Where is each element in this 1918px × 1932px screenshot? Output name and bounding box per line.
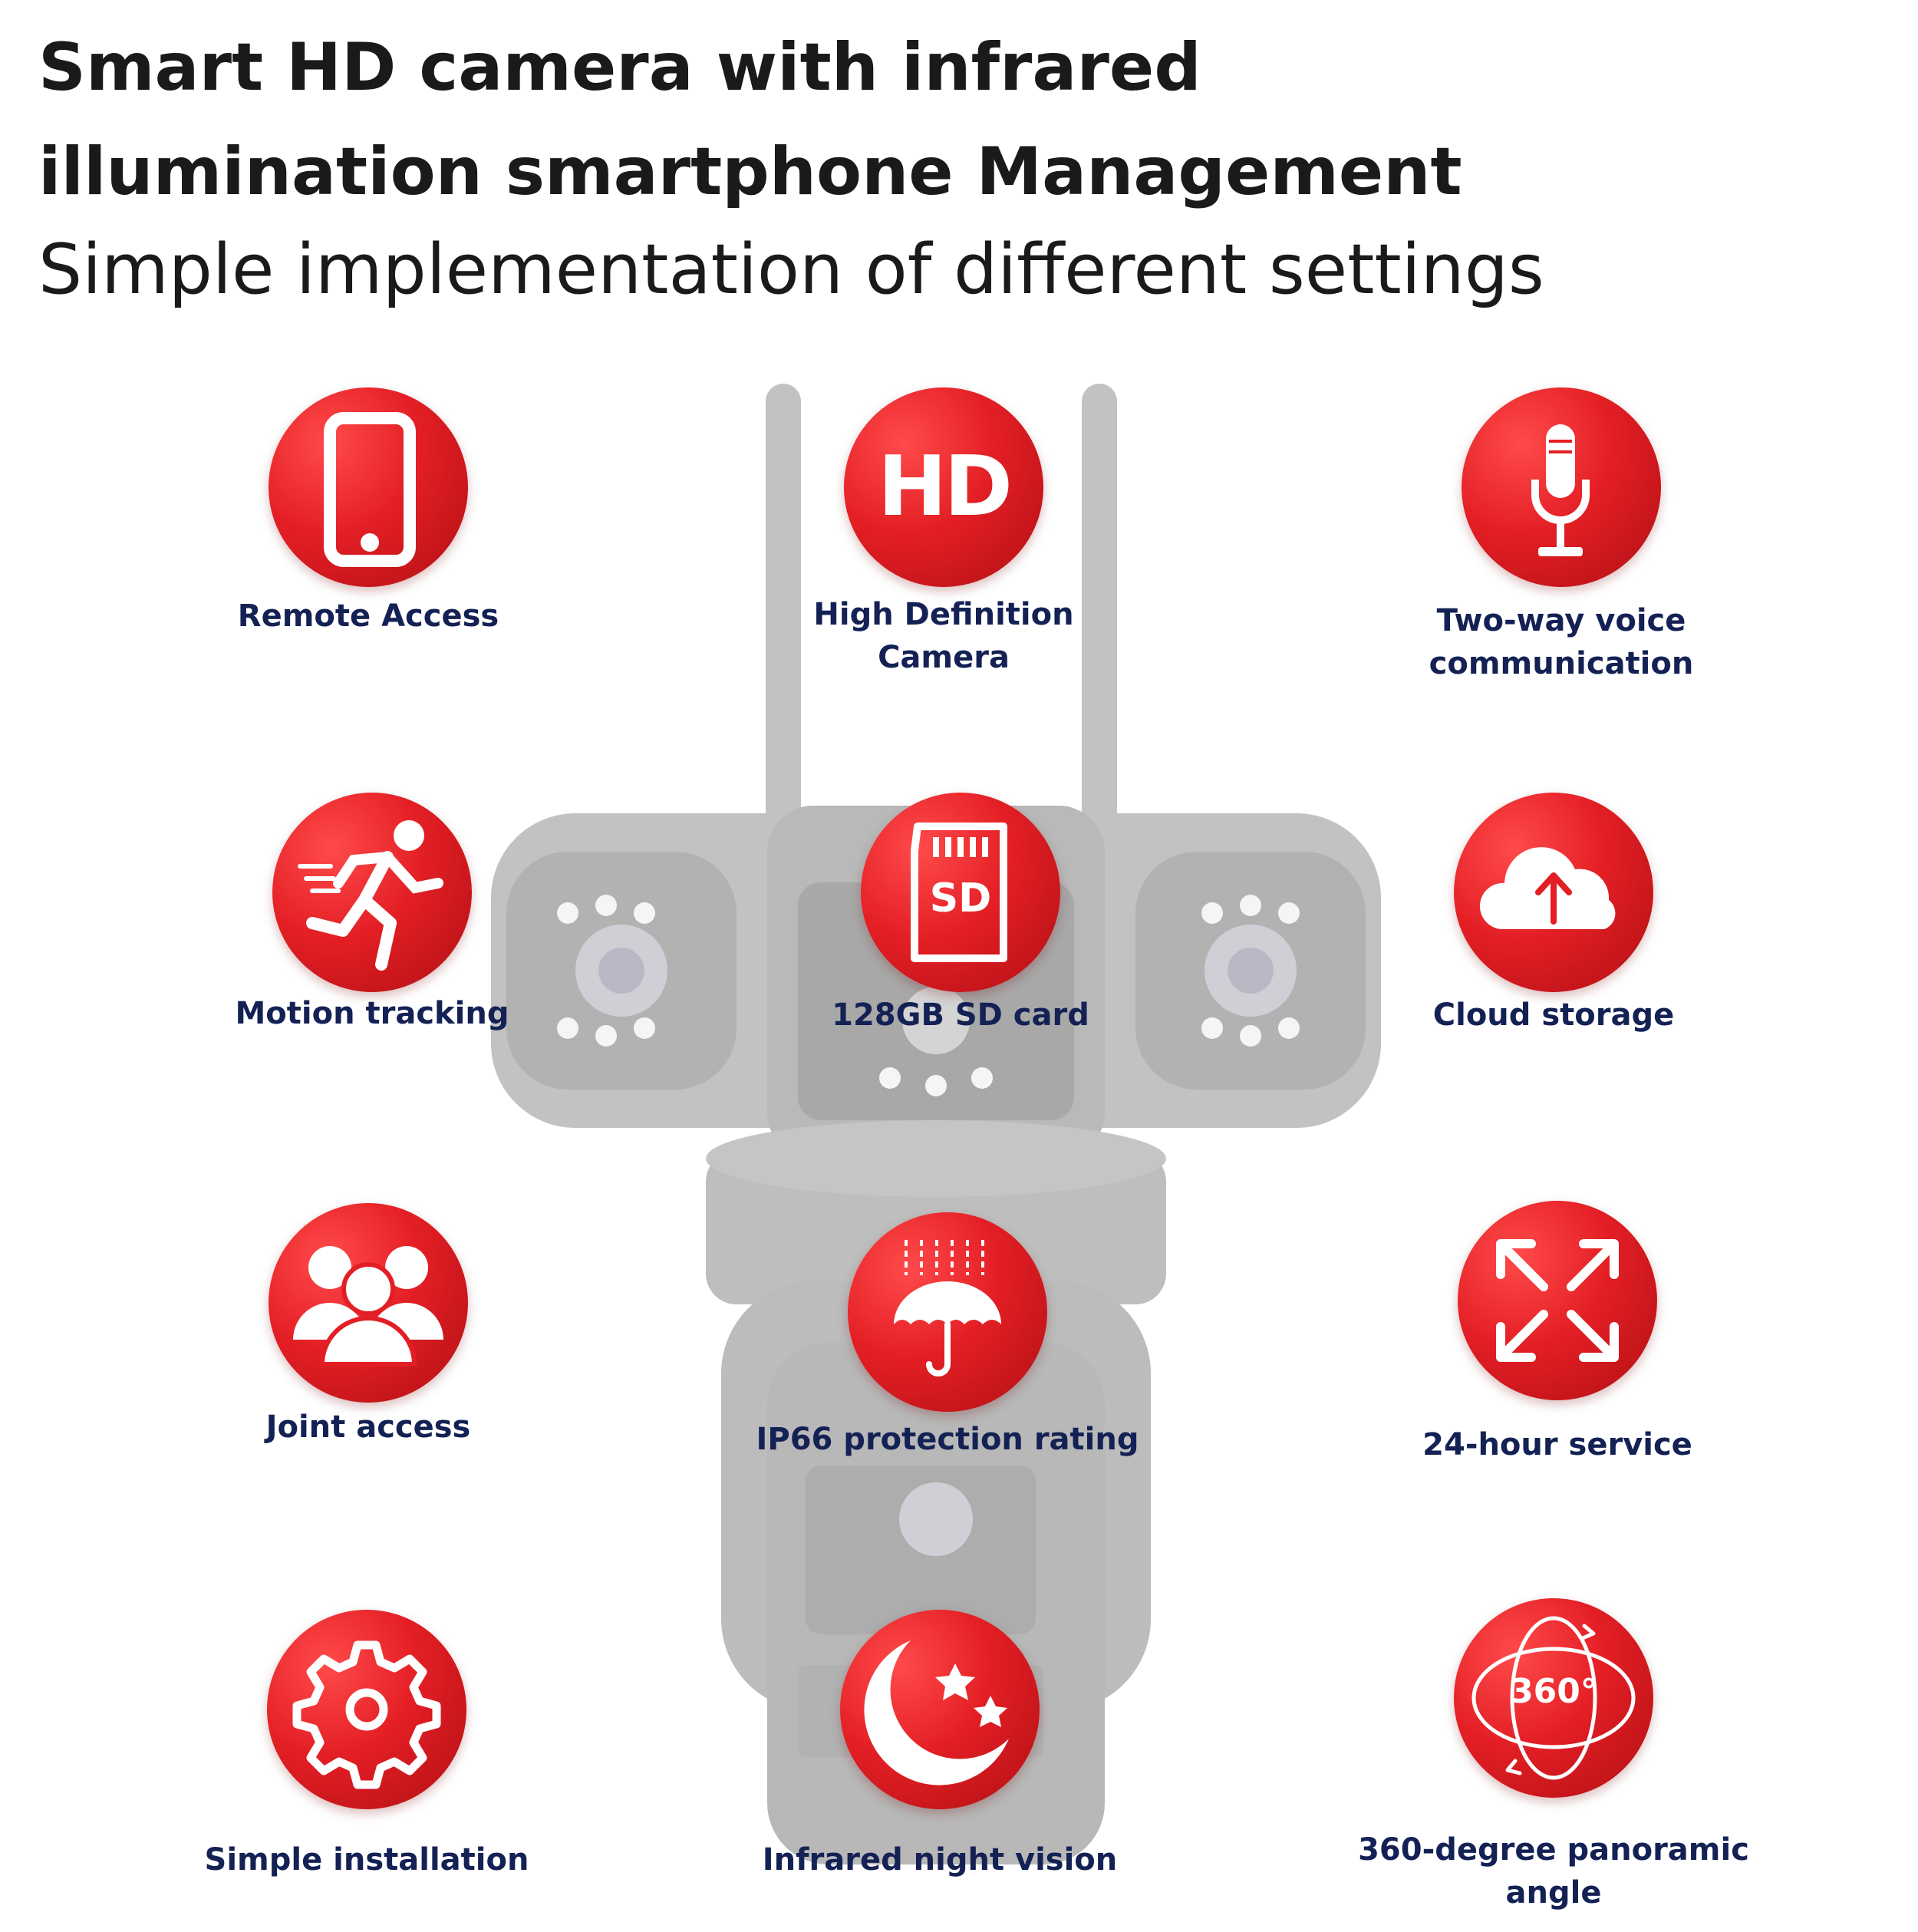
group-icon [269, 1203, 468, 1403]
hd-icon: HD [844, 387, 1043, 587]
two-way-voice-label: Two-way voice communication [1362, 599, 1761, 685]
feature-motion-tracking: Motion tracking [173, 793, 572, 1115]
feature-24-hour-service: 24-hour service [1358, 1201, 1757, 1523]
high-definition-label: High Definition Camera [744, 593, 1143, 679]
feature-360-panoramic: 360° 360-degree panoramic angle [1354, 1598, 1753, 1920]
360-panoramic-label-line-2: angle [1505, 1875, 1602, 1911]
two-way-voice-label-line-1: Two-way voice [1436, 603, 1686, 638]
simple-installation-label: Simple installation [204, 1842, 529, 1878]
sd-card-icon: SD [861, 793, 1060, 992]
24-hour-service-label: 24-hour service [1422, 1427, 1692, 1462]
hd-badge-text: HD [877, 439, 1013, 535]
ip66-label: IP66 protection rating [756, 1422, 1139, 1457]
cloud-storage-label: Cloud storage [1432, 997, 1675, 1033]
microphone-icon [1462, 387, 1661, 587]
two-way-voice-label-line-2: communication [1429, 646, 1694, 681]
360-panoramic-label: 360-degree panoramic angle [1354, 1828, 1753, 1914]
feature-night-vision: Infrared night vision [740, 1610, 1139, 1932]
joint-access-label: Joint access [265, 1409, 471, 1445]
sd-badge-text: SD [929, 875, 992, 921]
remote-access-label: Remote Access [237, 598, 499, 634]
moon-stars-icon [840, 1610, 1040, 1809]
page-heading: Smart HD camera with infrared illuminati… [38, 15, 1880, 224]
gear-icon [267, 1610, 466, 1809]
360-panoramic-label-line-1: 360-degree panoramic [1358, 1832, 1749, 1868]
feature-cloud-storage: Cloud storage [1354, 793, 1753, 1115]
feature-high-definition: HD High Definition Camera [744, 387, 1143, 710]
motion-tracking-label: Motion tracking [235, 996, 509, 1031]
rotation-360-icon: 360° [1454, 1598, 1653, 1798]
sd-card-label: 128GB SD card [832, 997, 1089, 1033]
expand-arrows-icon [1458, 1201, 1657, 1400]
heading-line-2: illumination smartphone Management [38, 134, 1462, 210]
high-definition-label-line-2: Camera [878, 640, 1010, 675]
heading-line-1: Smart HD camera with infrared [38, 29, 1201, 106]
feature-simple-installation: Simple installation [167, 1610, 566, 1932]
feature-joint-access: Joint access [169, 1203, 568, 1525]
feature-remote-access: Remote Access [169, 387, 568, 710]
feature-ip66: IP66 protection rating [748, 1212, 1147, 1535]
feature-two-way-voice: Two-way voice communication [1362, 387, 1761, 710]
cloud-upload-icon [1454, 793, 1653, 992]
page-subheading: Simple implementation of different setti… [38, 229, 1544, 310]
umbrella-rain-icon [848, 1212, 1047, 1412]
360-badge-text: 360° [1510, 1672, 1597, 1711]
night-vision-label: Infrared night vision [762, 1842, 1118, 1878]
smartphone-icon [269, 387, 468, 587]
high-definition-label-line-1: High Definition [813, 597, 1074, 632]
running-person-icon [272, 793, 472, 992]
feature-sd-card: SD 128GB SD card [761, 793, 1160, 1115]
